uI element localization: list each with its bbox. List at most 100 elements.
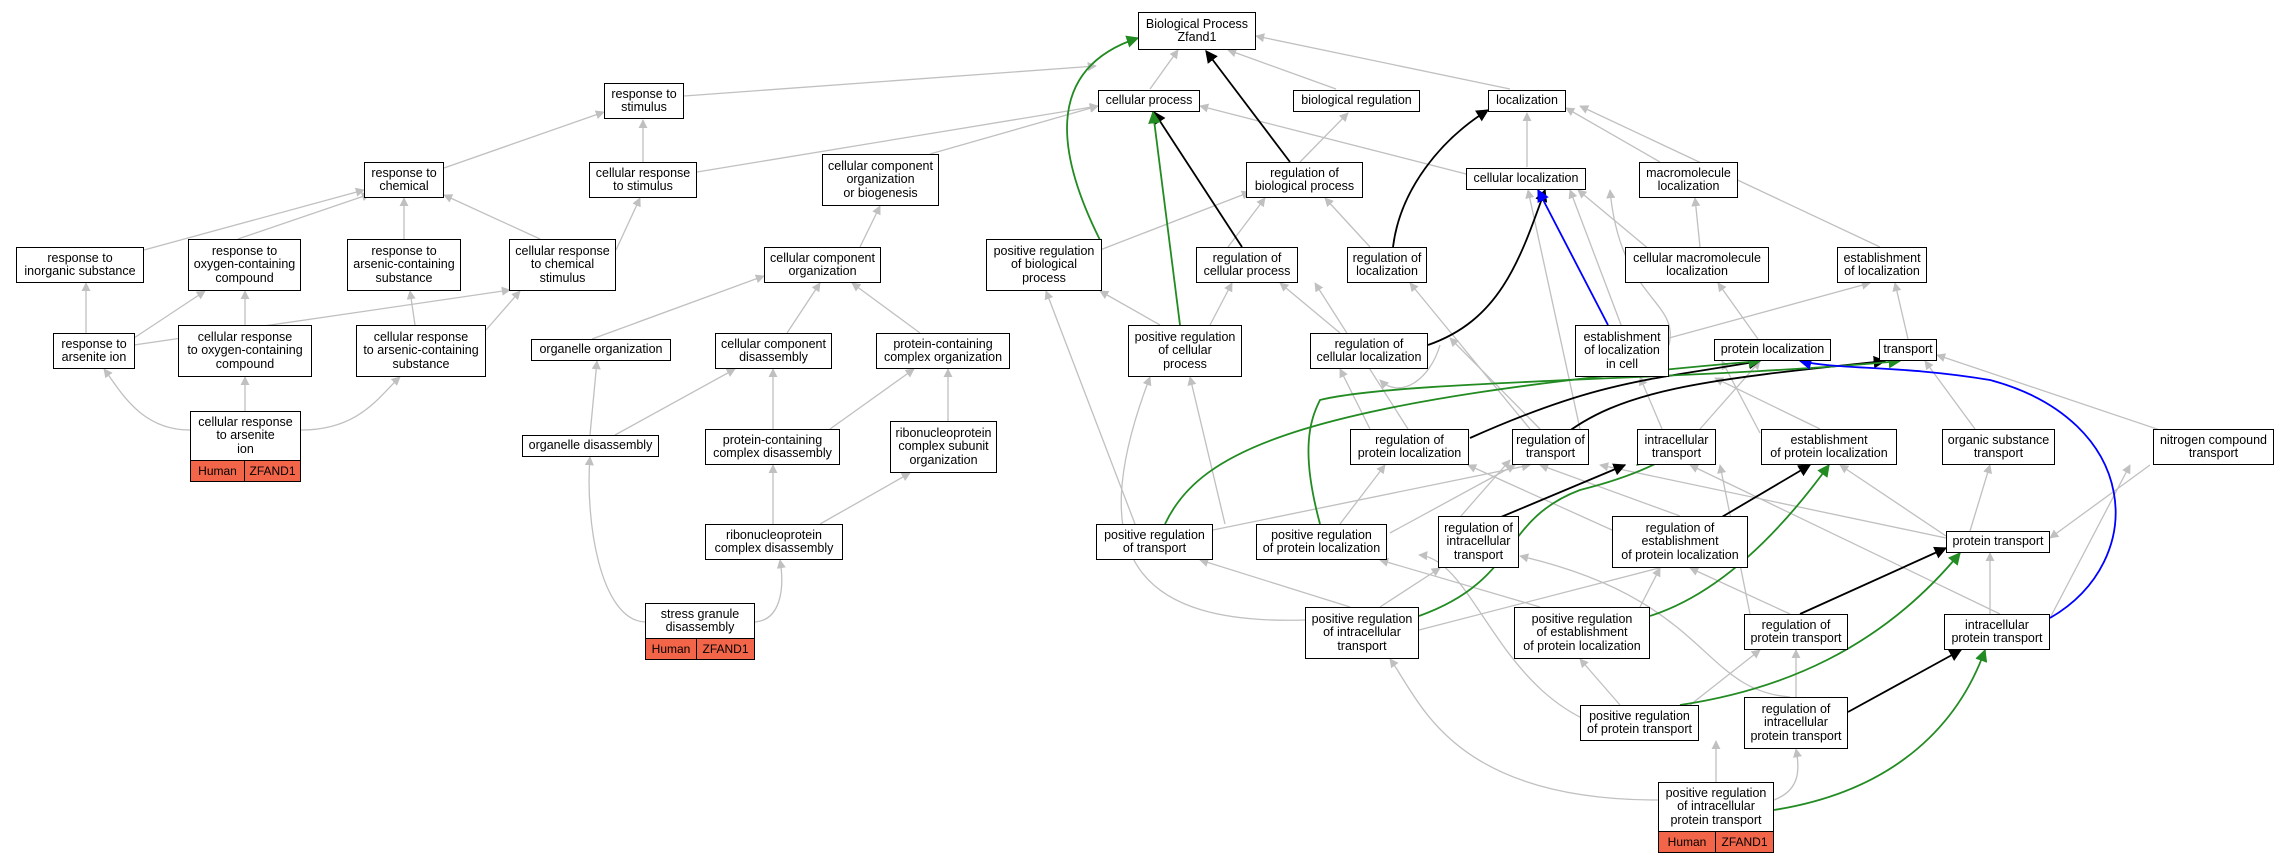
node-response-to-stimulus[interactable]: response to stimulus xyxy=(604,83,684,119)
edge-52 xyxy=(819,472,911,525)
node-transport[interactable]: transport xyxy=(1879,339,1937,361)
node-organelle-organization[interactable]: organelle organization xyxy=(531,339,671,361)
node-protein-containing-complex-disassembly[interactable]: protein-containing complex disassembly xyxy=(705,429,840,465)
node-positive-regulation-of-biological-process[interactable]: positive regulation of biological proces… xyxy=(986,239,1102,291)
node-biological-regulation[interactable]: biological regulation xyxy=(1293,90,1420,112)
node-regulation-of-cellular-localization[interactable]: regulation of cellular localization xyxy=(1310,333,1428,369)
edge-77 xyxy=(1379,567,1441,608)
edge-75 xyxy=(2049,464,2151,539)
edge-66 xyxy=(1339,464,1386,525)
edge-46 xyxy=(589,360,601,436)
node-regulation-of-protein-transport[interactable]: regulation of protein transport xyxy=(1744,614,1848,650)
edge-108 xyxy=(1164,355,1762,525)
edge-57 xyxy=(1187,376,1226,525)
node-organic-substance-transport[interactable]: organic substance transport xyxy=(1942,429,2055,465)
node-regulation-of-localization[interactable]: regulation of localization xyxy=(1347,247,1427,283)
edge-45 xyxy=(300,376,401,431)
node-localization[interactable]: localization xyxy=(1488,90,1566,112)
node-cc-org-or-biogenesis[interactable]: cellular component organization or bioge… xyxy=(822,154,939,206)
node-cellular-response-to-chemical-stimulus[interactable]: cellular response to chemical stimulus xyxy=(509,239,616,291)
node-cellular-response-to-arsenite-ion[interactable]: cellular response to arsenite ion xyxy=(190,411,301,461)
node-ribonucleoprotein-complex-disassembly[interactable]: ribonucleoprotein complex disassembly xyxy=(705,524,843,560)
node-regulation-of-intracellular-protein-transport[interactable]: regulation of intracellular protein tran… xyxy=(1744,697,1848,749)
node-regulation-of-establishment-of-protein-localization[interactable]: regulation of establishment of protein l… xyxy=(1612,516,1748,568)
edge-94 xyxy=(1606,189,1671,346)
node-positive-regulation-of-intracellular-transport[interactable]: positive regulation of intracellular tra… xyxy=(1305,607,1419,659)
node-regulation-of-intracellular-transport[interactable]: regulation of intracellular transport xyxy=(1438,516,1519,568)
node-establishment-of-localization-in-cell[interactable]: establishment of localization in cell xyxy=(1575,325,1669,377)
node-cellular-response-to-arsenic-containing-substance[interactable]: cellular response to arsenic-containing … xyxy=(356,325,486,377)
edge-55 xyxy=(1044,290,1136,525)
edge-group xyxy=(81,33,2161,811)
node-protein-transport[interactable]: protein transport xyxy=(1946,531,2050,553)
edge-2 xyxy=(1227,48,1337,90)
node-root[interactable]: Biological Process Zfand1 xyxy=(1138,12,1256,50)
node-intracellular-transport[interactable]: intracellular transport xyxy=(1637,429,1716,465)
edge-7 xyxy=(929,103,1099,155)
node-positive-regulation-of-establishment-of-protein-localization[interactable]: positive regulation of establishment of … xyxy=(1514,607,1650,659)
edge-34 xyxy=(1209,282,1233,326)
edge-114 xyxy=(1537,188,1609,326)
edge-13 xyxy=(237,192,371,240)
edge-31 xyxy=(786,282,821,334)
node-stress-granule-disassembly[interactable]: stress granule disassembly xyxy=(645,603,755,639)
node-regulation-of-transport[interactable]: regulation of transport xyxy=(1512,429,1589,465)
node-cellular-process[interactable]: cellular process xyxy=(1098,90,1200,112)
edge-42 xyxy=(1969,464,1992,532)
edge-20 xyxy=(1324,197,1371,248)
edge-96 xyxy=(1205,49,1291,163)
edge-113 xyxy=(1773,648,1988,811)
edge-18 xyxy=(1099,190,1251,251)
edge-90 xyxy=(1519,553,1791,698)
node-response-to-inorganic-substance[interactable]: response to inorganic substance xyxy=(16,247,144,283)
node-response-to-chemical[interactable]: response to chemical xyxy=(364,162,444,198)
node-cellular-component-disassembly[interactable]: cellular component disassembly xyxy=(715,333,832,369)
edge-72 xyxy=(1714,377,1821,430)
edge-109 xyxy=(1307,355,1902,525)
node-cellular-localization[interactable]: cellular localization xyxy=(1466,168,1586,190)
edge-58 xyxy=(1339,368,1371,430)
node-regulation-of-protein-localization[interactable]: regulation of protein localization xyxy=(1350,429,1469,465)
edge-9 xyxy=(1199,103,1471,176)
edge-76 xyxy=(1199,558,1351,608)
node-establishment-of-localization[interactable]: establishment of localization xyxy=(1837,247,1927,283)
node-nitrogen-compound-transport[interactable]: nitrogen compound transport xyxy=(2153,429,2274,465)
edge-12 xyxy=(143,187,365,251)
edge-11 xyxy=(1565,107,1661,163)
node-positive-regulation-of-cellular-process[interactable]: positive regulation of cellular process xyxy=(1128,325,1242,377)
node-regulation-of-biological-process[interactable]: regulation of biological process xyxy=(1246,162,1363,198)
annotation-species: Human xyxy=(1658,831,1716,853)
node-organelle-disassembly[interactable]: organelle disassembly xyxy=(522,435,659,457)
node-ribonucleoprotein-complex-subunit-organization[interactable]: ribonucleoprotein complex subunit organi… xyxy=(890,421,997,473)
node-response-to-oxygen-containing-compound[interactable]: response to oxygen-containing compound xyxy=(188,239,301,291)
node-intracellular-protein-transport[interactable]: intracellular protein transport xyxy=(1944,614,2050,650)
node-macromolecule-localization[interactable]: macromolecule localization xyxy=(1639,162,1738,198)
edge-98 xyxy=(1392,109,1490,248)
node-positive-regulation-of-intracellular-protein-transport[interactable]: positive regulation of intracellular pro… xyxy=(1658,782,1774,832)
node-cellular-response-to-stimulus[interactable]: cellular response to stimulus xyxy=(589,162,697,198)
node-establishment-of-protein-localization[interactable]: establishment of protein localization xyxy=(1761,429,1897,465)
node-cellular-response-to-oxygen-containing-compound[interactable]: cellular response to oxygen-containing c… xyxy=(178,325,312,377)
node-positive-regulation-of-protein-localization[interactable]: positive regulation of protein localizat… xyxy=(1256,524,1387,560)
node-cellular-macromolecule-localization[interactable]: cellular macromolecule localization xyxy=(1625,247,1769,283)
node-cellular-component-organization[interactable]: cellular component organization xyxy=(764,247,881,283)
edge-70 xyxy=(1467,464,1613,531)
node-positive-regulation-of-protein-transport[interactable]: positive regulation of protein transport xyxy=(1580,705,1699,741)
edge-93 xyxy=(1773,748,1803,801)
edge-29 xyxy=(485,290,521,331)
edge-15 xyxy=(443,194,541,240)
node-protein-localization[interactable]: protein localization xyxy=(1714,339,1831,361)
node-protein-containing-complex-organization[interactable]: protein-containing complex organization xyxy=(876,333,1010,369)
edge-44 xyxy=(103,368,191,431)
edge-105 xyxy=(1847,649,1963,713)
annotation-species: Human xyxy=(645,638,697,660)
node-response-to-arsenic-containing-substance[interactable]: response to arsenic-containing substance xyxy=(347,239,461,291)
edge-36 xyxy=(1717,282,1759,340)
edge-6 xyxy=(696,102,1099,173)
edge-16 xyxy=(615,197,641,251)
node-response-to-arsenite-ion[interactable]: response to arsenite ion xyxy=(53,333,135,369)
node-positive-regulation-of-transport[interactable]: positive regulation of transport xyxy=(1096,524,1213,560)
edge-53 xyxy=(584,456,646,623)
node-regulation-of-cellular-process[interactable]: regulation of cellular process xyxy=(1196,247,1298,283)
